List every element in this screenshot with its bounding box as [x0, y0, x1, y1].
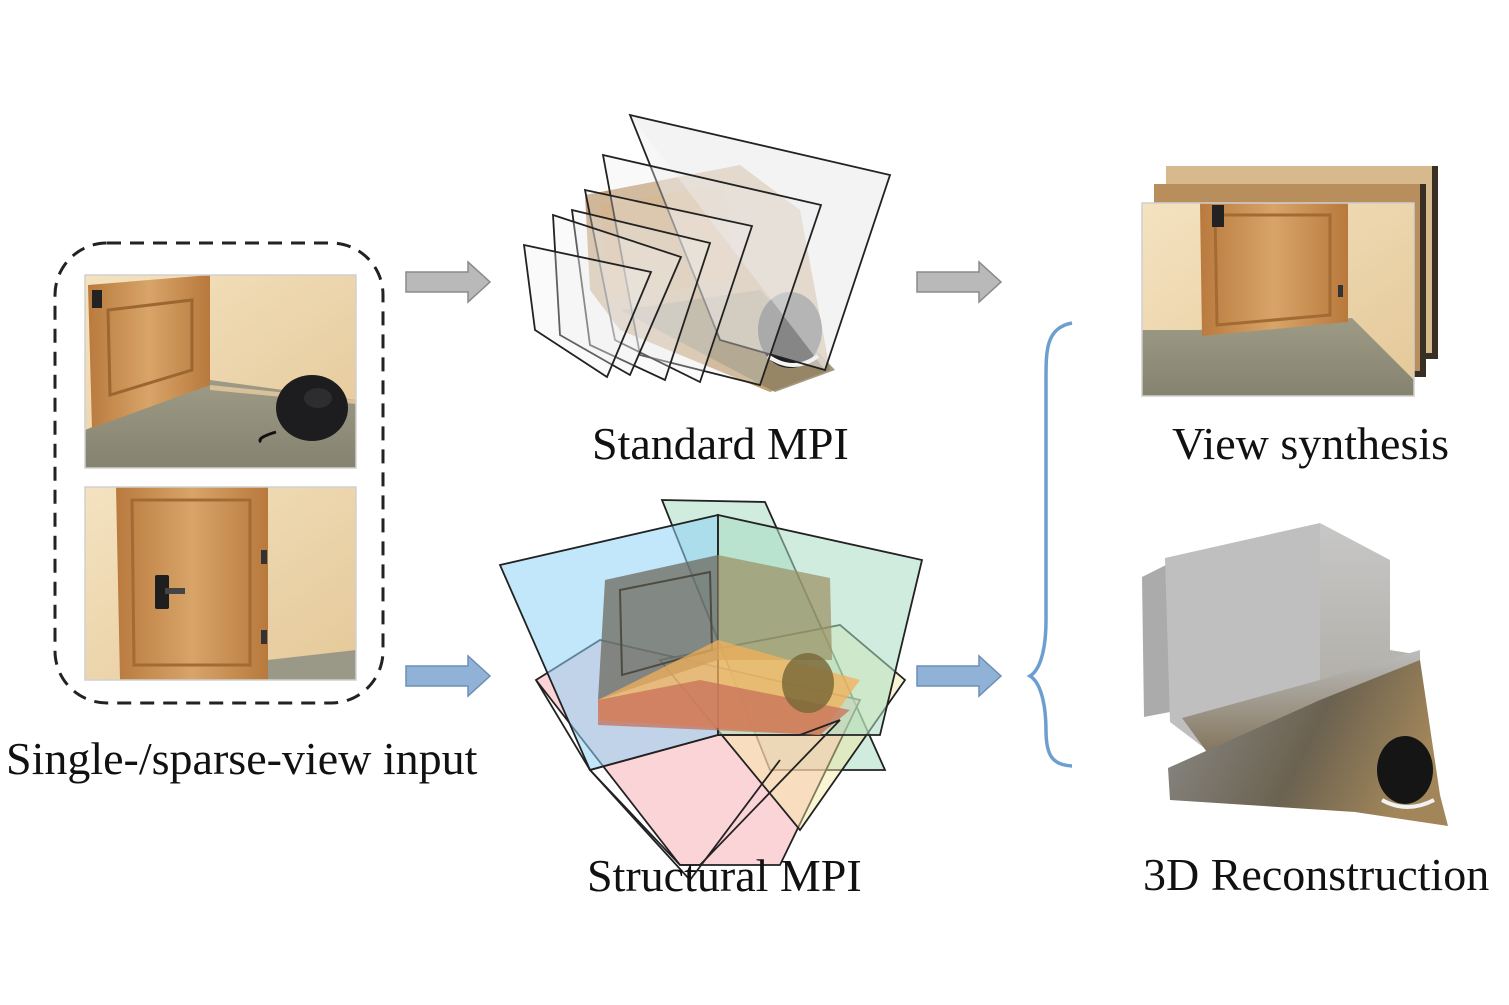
- arrow-input-to-structural: [405, 654, 492, 698]
- output-brace: [1026, 321, 1073, 768]
- view-synthesis-stack: [1141, 166, 1438, 397]
- input-image-corner-border: [84, 274, 357, 469]
- input-image-door: [85, 487, 356, 680]
- input-image-door-border: [84, 486, 357, 681]
- caption-structural-mpi: Structural MPI: [587, 850, 862, 901]
- input-group: [53, 241, 385, 705]
- arrow-input-to-standard: [405, 260, 492, 304]
- recon-left-panel: [1142, 563, 1170, 717]
- structural-scene-floor-red: [598, 680, 850, 735]
- arrow-structural-to-outputs: [916, 654, 1003, 698]
- structural-bottom-outline: [588, 719, 841, 866]
- standard-mpi-plane-5: [552, 213, 683, 377]
- structural-mpi-diagram: [498, 499, 924, 882]
- standard-mpi-diagram: [522, 113, 892, 392]
- caption-3d-reconstruction: 3D Reconstruction: [1143, 849, 1490, 900]
- input-dashed-frame: [53, 241, 385, 705]
- structural-scene-wall-right: [718, 555, 832, 660]
- standard-mpi-plane-6: [522, 243, 653, 379]
- recon-floor: [1168, 660, 1448, 826]
- arrows: [405, 260, 1003, 698]
- view-synthesis-frame-front: [1142, 203, 1414, 396]
- standard-mpi-plane-2: [601, 153, 823, 387]
- input-image-corner: [85, 275, 356, 468]
- reconstruction-mesh: [1142, 523, 1448, 826]
- recon-backpack: [1377, 736, 1433, 804]
- caption-standard-mpi: Standard MPI: [592, 418, 849, 469]
- caption-view-synthesis: View synthesis: [1172, 418, 1450, 469]
- caption-input: Single-/sparse-view input: [6, 733, 478, 784]
- arrow-standard-to-synthesis: [916, 260, 1003, 304]
